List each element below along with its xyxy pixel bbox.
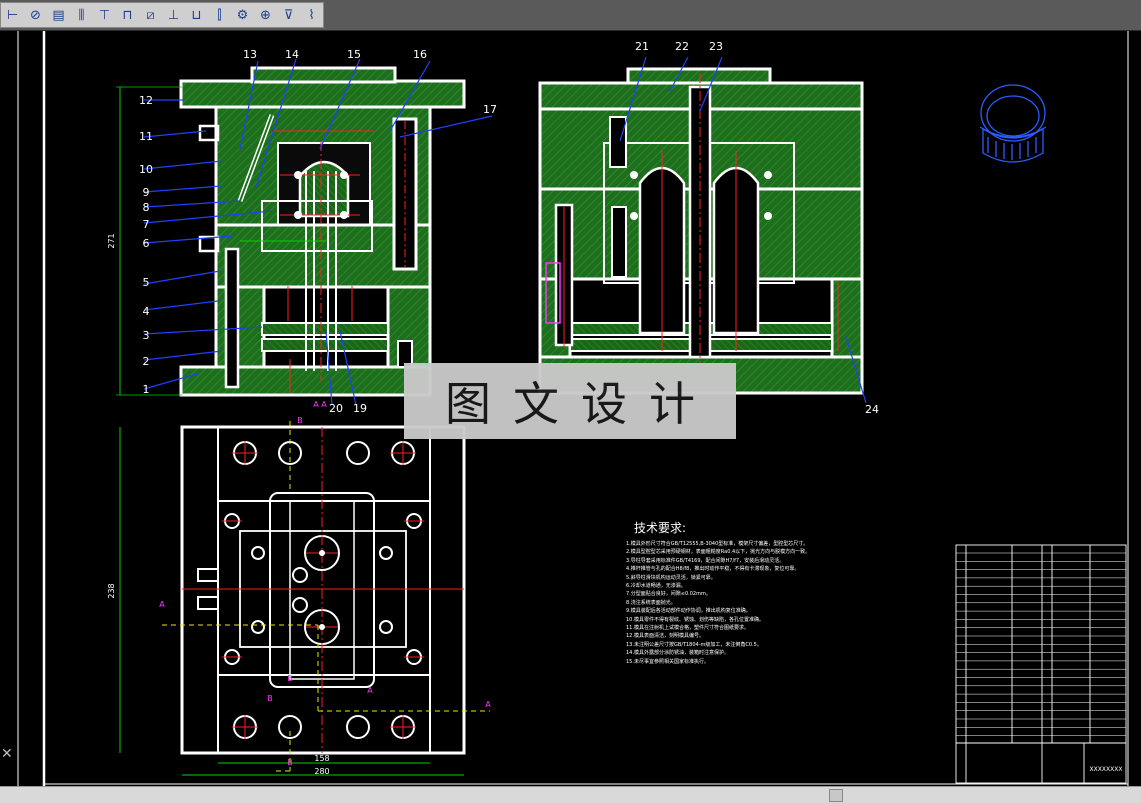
section-mark: A <box>321 400 327 409</box>
title-block <box>955 544 1127 784</box>
tech-requirements-title: 技术要求: <box>634 521 687 535</box>
close-icon[interactable]: ✕ <box>1 746 13 762</box>
right-callouts <box>619 56 867 404</box>
callout-24: 24 <box>865 403 879 416</box>
tech-note: 3.导柱导套采用标准件GB/T4169，配合间隙H7/f7，安装后滑动灵活。 <box>626 557 785 564</box>
bushing-icon[interactable]: ⊔ <box>191 7 202 23</box>
tech-note: 1.模具外形尺寸符合GB/T12555,B-3040型标准，模架尺寸偏差，型腔型… <box>626 541 809 547</box>
callout-14: 14 <box>285 48 299 61</box>
guide-pillar-icon[interactable]: ⊥ <box>167 7 180 23</box>
dimension-271: 271 <box>107 233 116 248</box>
cad-drawing-canvas[interactable]: 1234567891011121314151617192021222324271… <box>0 31 1141 786</box>
callout-6: 6 <box>143 237 150 250</box>
centerline-circle-icon[interactable]: ⊕ <box>260 7 271 23</box>
drawing-frame <box>17 31 1129 786</box>
diameter-dimension-icon[interactable]: ⊘ <box>30 7 41 23</box>
mold-tools-strip: ⊢ ⊘ ▤ ⫼ ⊤ ⊓ ⧄ ⊥ ⊔ ⫿ ⚙ ⊕ ⊽ ⌇ <box>0 2 324 28</box>
drawing-number: XXXXXXXX <box>1090 766 1123 773</box>
right-section-view[interactable] <box>538 67 864 395</box>
bolt-icon[interactable]: ⊤ <box>98 7 111 23</box>
callout-10: 10 <box>139 163 153 176</box>
left-dim-271 <box>116 86 182 396</box>
tech-note: 10.模具零件不得有裂纹、锈蚀、划伤等缺陷，各孔位置准确。 <box>626 616 764 623</box>
tech-note: 2.模具型腔型芯采用预硬钢材，表面粗糙度Ra0.4以下，抛光方向与脱模方向一致。 <box>626 549 811 556</box>
tech-note: 5.斜导柱滑块机构运动灵活，锁紧可靠。 <box>626 574 716 581</box>
section-mark: B <box>267 694 273 703</box>
plan-view[interactable] <box>180 425 466 755</box>
callout-15: 15 <box>347 48 361 61</box>
status-bar <box>0 786 1141 803</box>
plan-dim-widths <box>182 762 464 776</box>
callout-11: 11 <box>139 130 153 143</box>
section-mark: A <box>367 686 373 695</box>
left-section-view[interactable] <box>179 66 466 397</box>
cad-toolbar: ⊢ ⊘ ▤ ⫼ ⊤ ⊓ ⧄ ⊥ ⊔ ⫿ ⚙ ⊕ ⊽ ⌇ <box>0 0 1141 31</box>
tech-note: 11.模具在注射机上试模合格，塑件尺寸符合图纸要求。 <box>626 625 749 632</box>
dimension-280: 280 <box>314 767 329 776</box>
parts-list-rows <box>956 552 1126 736</box>
section-mark: B <box>287 674 293 683</box>
callout-12: 12 <box>139 94 153 107</box>
section-mark: A <box>159 600 165 609</box>
callout-5: 5 <box>143 276 150 289</box>
tech-note: 12.模具表面清洁，刻明模具编号。 <box>626 633 704 640</box>
callout-13: 13 <box>243 48 257 61</box>
callout-22: 22 <box>675 40 689 53</box>
dimension-158: 158 <box>314 754 329 763</box>
callout-2: 2 <box>143 355 150 368</box>
tech-note: 13.未注明公差尺寸按GB/T1804-m级加工，未注倒角C0.5。 <box>626 641 762 648</box>
callout-19: 19 <box>353 402 367 415</box>
tech-note: 6.冷却水道畅通，无渗漏。 <box>626 583 686 590</box>
callout-23: 23 <box>709 40 723 53</box>
tech-note: 15.未尽事宜参照相关国家标准执行。 <box>626 658 709 665</box>
screw-icon[interactable]: ⫼ <box>78 7 85 23</box>
callout-1: 1 <box>143 383 150 396</box>
callout-17: 17 <box>483 103 497 116</box>
dimension-238: 238 <box>107 583 116 598</box>
scroll-button[interactable] <box>829 789 843 802</box>
tech-note: 4.推杆推管与孔的配合H8/f8，推出时动作平稳，不得有卡滞现象，复位可靠。 <box>626 566 800 573</box>
callout-8: 8 <box>143 201 150 214</box>
callout-7: 7 <box>143 218 150 231</box>
tech-note: 9.模具装配后各活动部件动作协调，推出机构复位准确。 <box>626 608 751 615</box>
tech-requirements-notes: 1.模具外形尺寸符合GB/T12555,B-3040型标准，模架尺寸偏差，型腔型… <box>626 540 926 666</box>
linear-dimension-icon[interactable]: ⊢ <box>6 7 19 23</box>
section-mark: B <box>297 416 303 425</box>
callout-4: 4 <box>143 305 150 318</box>
pin-icon[interactable]: ⊓ <box>122 7 133 23</box>
slant-hatch-icon[interactable]: ⧄ <box>146 7 155 23</box>
callout-20: 20 <box>329 402 343 415</box>
section-mark: A <box>313 400 319 409</box>
section-mark: B <box>287 758 293 767</box>
hatch-icon[interactable]: ▤ <box>52 7 65 23</box>
sprue-icon[interactable]: ⊽ <box>283 7 294 23</box>
gear-icon[interactable]: ⚙ <box>236 7 249 23</box>
tech-note: 7.分型面贴合良好，间隙≤0.02mm。 <box>626 591 711 598</box>
callout-21: 21 <box>635 40 649 53</box>
callout-3: 3 <box>143 329 150 342</box>
tech-note: 8.浇注系统表面抛光。 <box>626 599 676 606</box>
watermark-banner: 图文设计 <box>404 363 736 439</box>
tech-note: 14.模具外露部分涂防锈油，装箱时注意保护。 <box>626 650 729 657</box>
ejector-icon[interactable]: ⫿ <box>217 7 222 23</box>
callout-9: 9 <box>143 186 150 199</box>
callout-16: 16 <box>413 48 427 61</box>
plan-section-lines <box>162 421 490 772</box>
watermark-text: 图文设计 <box>445 377 717 431</box>
spring-icon[interactable]: ⌇ <box>308 7 315 23</box>
section-mark: A <box>485 700 491 709</box>
part-3d-rendering <box>979 84 1047 163</box>
left-callouts <box>143 58 493 406</box>
